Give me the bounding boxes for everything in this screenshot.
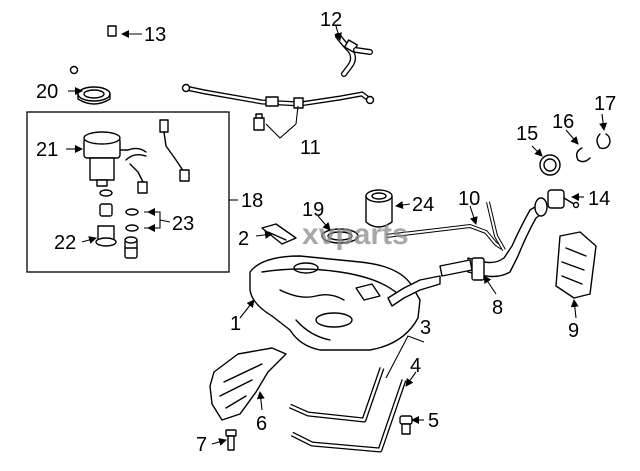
part-7-bolt	[225, 429, 237, 451]
callout-2: 2	[238, 228, 249, 250]
part-11-leader-up	[295, 105, 299, 125]
part-pump-o-rings	[99, 189, 139, 232]
part-17-clip-ring	[596, 133, 611, 150]
part-14-connector	[547, 189, 580, 209]
part-12-hose	[335, 33, 373, 77]
callout-21: 21	[36, 139, 58, 161]
part-13-vent-hose	[69, 25, 117, 75]
callout-3: 3	[420, 317, 431, 339]
callout-22: 22	[54, 232, 76, 254]
callout-15: 15	[516, 123, 538, 145]
part-9-heat-shield	[555, 231, 597, 299]
pump-assembly-inset-box	[26, 111, 230, 273]
callout-6: 6	[256, 413, 267, 435]
part-10-filler-neck	[385, 197, 548, 278]
watermark-text: xvparts	[302, 218, 409, 251]
callout-13: 13	[144, 24, 166, 46]
part-3-tank-strap	[288, 367, 385, 423]
part-pump-clip	[125, 147, 147, 161]
callout-1: 1	[230, 313, 241, 335]
part-15-seal-ring	[539, 154, 561, 176]
part-23-bracket	[144, 211, 161, 229]
callout-7: 7	[196, 434, 207, 456]
callout-19: 19	[302, 199, 324, 221]
callout-16: 16	[552, 111, 574, 133]
callout-8: 8	[492, 297, 503, 319]
callout-10: 10	[458, 188, 480, 210]
callout-4: 4	[410, 355, 421, 377]
part-20-lock-ring	[77, 86, 111, 105]
callout-9: 9	[568, 320, 579, 342]
part-21-fuel-pump	[83, 131, 129, 187]
leader-arrows	[66, 25, 608, 446]
part-pump-wire-harness	[129, 119, 190, 194]
part-4-tank-strap	[290, 379, 407, 453]
callout-12: 12	[320, 9, 342, 31]
callout-20: 20	[36, 81, 58, 103]
part-6-protector	[209, 347, 287, 421]
callout-23: 23	[172, 213, 194, 235]
part-3-leader	[385, 335, 425, 379]
part-24-sender-unit	[365, 189, 393, 228]
callout-24: 24	[412, 194, 434, 216]
callout-14: 14	[588, 188, 610, 210]
callout-11: 11	[300, 137, 321, 159]
part-1-fuel-tank	[249, 255, 441, 351]
part-16-clip-ring	[575, 147, 591, 163]
part-11-fuel-tube	[181, 83, 375, 131]
part-5-bolt	[399, 415, 413, 435]
callout-5: 5	[428, 410, 439, 432]
part-2-bracket	[261, 223, 297, 245]
part-8-clamp	[471, 257, 485, 281]
callout-17: 17	[594, 93, 616, 115]
part-22-fuel-filter	[95, 203, 138, 259]
part-11-leader-v	[265, 123, 297, 139]
part-19-gasket	[321, 228, 359, 244]
callout-18: 18	[241, 190, 263, 212]
